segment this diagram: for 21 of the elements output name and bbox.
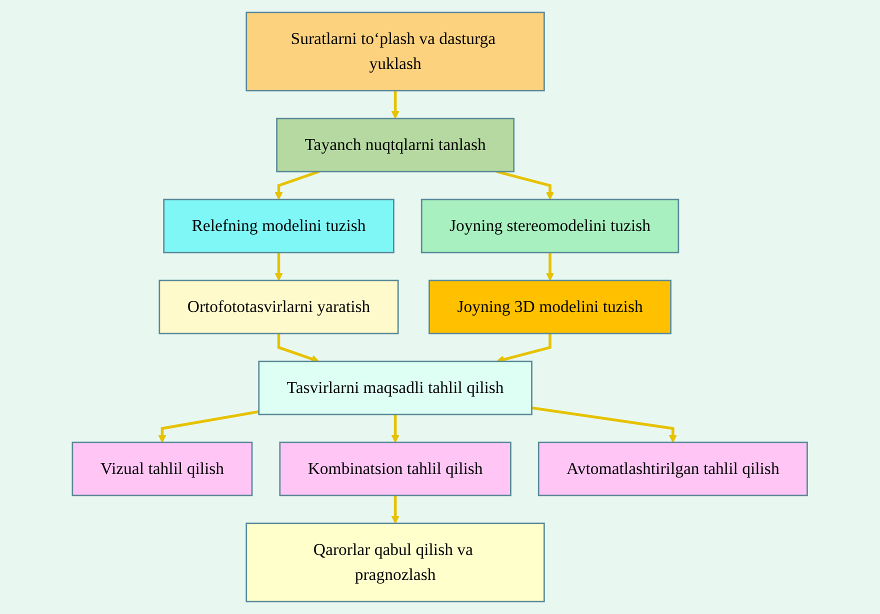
arrow	[274, 252, 283, 281]
arrow	[274, 170, 320, 200]
arrow	[278, 334, 320, 363]
node-box: Joyning 3D modelini tuzish	[428, 280, 672, 334]
node-box: Kombinatsion tahlil qilish	[279, 442, 512, 496]
arrow	[546, 252, 554, 281]
node-box: Ortofototasvirlarni yaratish	[158, 280, 399, 334]
arrow	[532, 406, 678, 443]
node-box: Relefning modelini tuzish	[163, 198, 395, 254]
arrow	[391, 495, 400, 524]
arrow	[496, 170, 554, 200]
arrow	[158, 410, 260, 443]
node-box: Joyning stereomodelini tuzish	[421, 198, 680, 254]
arrow	[391, 414, 400, 443]
node-box: Suratlarni to‘plash va dasturga yuklash	[246, 12, 546, 92]
node-box: Tayanch nuqtqlarni tanlash	[276, 118, 515, 172]
arrow	[391, 90, 400, 119]
node-box: Vizual tahlil qilish	[72, 442, 253, 496]
node-box: Tasvirlarni maqsadli tahlil qilish	[258, 360, 533, 416]
node-box: Avtomatlashtirilgan tahlil qilish	[538, 442, 808, 496]
node-box: Qarorlar qabul qilish va pragnozlash	[246, 522, 546, 602]
